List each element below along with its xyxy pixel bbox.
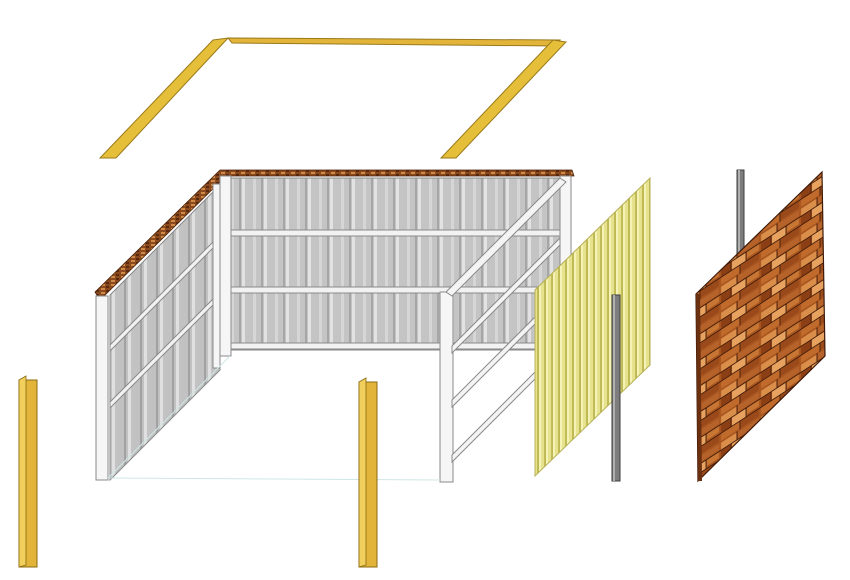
corner-post-left	[18, 375, 38, 568]
corrugated-panel	[534, 176, 651, 478]
stone-face	[695, 170, 826, 483]
grey-post-right-highlight	[738, 170, 740, 290]
corner-post-middle-flange	[358, 377, 367, 568]
frame-post-left-mid	[212, 183, 221, 369]
top-rail-back	[226, 37, 561, 47]
left-wall-cladding	[109, 183, 221, 482]
frame-post-back-left	[219, 175, 232, 357]
right-girt-1	[451, 236, 561, 355]
top-rail-left	[98, 37, 230, 159]
right-top-beam	[445, 177, 567, 297]
grey-post-middle-highlight	[613, 295, 615, 481]
back-wall-cladding	[229, 177, 561, 351]
top-frame-rail	[98, 37, 568, 159]
frame-post-front-right	[439, 291, 454, 483]
grey-post-middle	[611, 294, 621, 482]
open-frame	[94, 169, 575, 483]
corner-post-middle	[358, 377, 378, 568]
right-side-frame	[445, 177, 567, 464]
floor-left	[107, 355, 231, 479]
frame-post-front-left	[95, 295, 109, 481]
stone-panel	[695, 170, 826, 483]
floor-front	[107, 477, 441, 481]
corrugated-sheet	[534, 176, 651, 478]
grey-post-middle-body	[611, 294, 621, 482]
floor-outline	[107, 355, 441, 481]
corner-post-left-flange	[18, 375, 27, 568]
stone-edge	[696, 294, 702, 481]
top-rail-right	[439, 39, 568, 159]
